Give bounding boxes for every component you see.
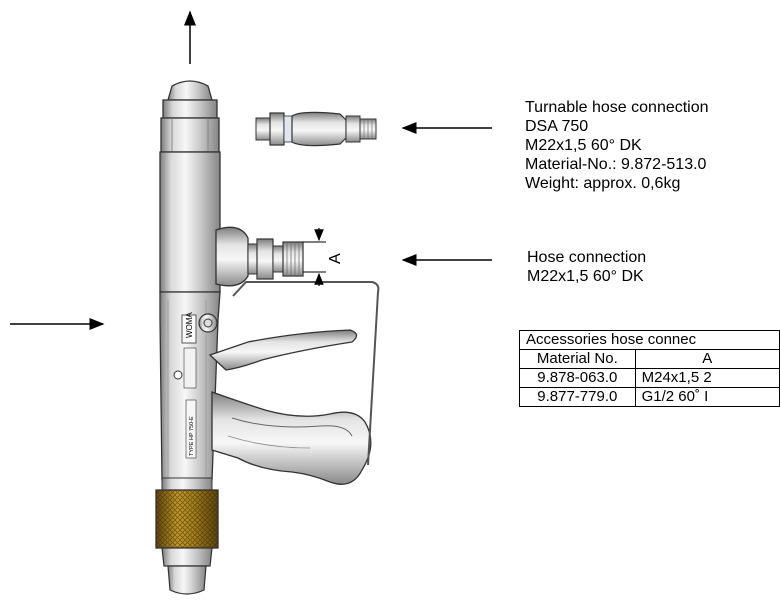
accessories-table-container: Accessories hose connec Material No. A 9… bbox=[519, 330, 780, 430]
brand-marking: WOMA bbox=[185, 312, 194, 338]
turnable-model: DSA 750 bbox=[525, 118, 589, 135]
turnable-thread: M22x1,5 60° DK bbox=[525, 137, 642, 154]
hose-connection-title: Hose connection bbox=[527, 249, 647, 266]
turnable-hose-connection-text: Turnable hose connection DSA 750 M22x1,5… bbox=[525, 98, 709, 193]
hose-connection-thread: M22x1,5 60° DK bbox=[527, 268, 644, 285]
type-marking: TYPE HP 750-E bbox=[189, 416, 195, 456]
dimension-a-marker bbox=[303, 228, 326, 286]
hose-connection-text: Hose connection M22x1,5 60° DK bbox=[527, 248, 646, 286]
hose-connection-fitting bbox=[215, 226, 304, 287]
table-cell: 9.878-063.0 bbox=[519, 368, 636, 388]
inlet-stem bbox=[161, 547, 213, 595]
turnable-weight: Weight: approx. 0,6kg bbox=[525, 175, 681, 192]
pivot-screw bbox=[198, 313, 218, 333]
column-header-material-no: Material No. bbox=[519, 349, 636, 369]
table-title: Accessories hose connec bbox=[519, 330, 780, 350]
dimension-a-label: A bbox=[327, 253, 344, 264]
table-row: 9.877-779.0 G1/2 60˚ I bbox=[519, 387, 780, 407]
pistol-grip bbox=[211, 391, 372, 485]
trigger-lever bbox=[208, 329, 358, 371]
table-cell: 9.877-779.0 bbox=[519, 387, 636, 407]
table-cell: M24x1,5 2 bbox=[634, 368, 780, 388]
table-title-row: Accessories hose connec bbox=[519, 330, 780, 350]
table-header-row: Material No. A bbox=[519, 349, 780, 369]
table-cell: G1/2 60˚ I bbox=[634, 387, 780, 407]
turnable-hose-connection-part bbox=[255, 111, 377, 147]
top-nozzle-nut bbox=[160, 80, 220, 153]
table-row: 9.878-063.0 M24x1,5 2 bbox=[519, 368, 780, 388]
column-header-a: A bbox=[634, 349, 780, 369]
trigger-guard-wire bbox=[232, 281, 380, 466]
turnable-material-no: Material-No.: 9.872-513.0 bbox=[525, 156, 707, 173]
turnable-title: Turnable hose connection bbox=[525, 99, 709, 116]
accessories-table: Accessories hose connec Material No. A 9… bbox=[519, 330, 780, 407]
knurled-coupling bbox=[155, 477, 219, 549]
